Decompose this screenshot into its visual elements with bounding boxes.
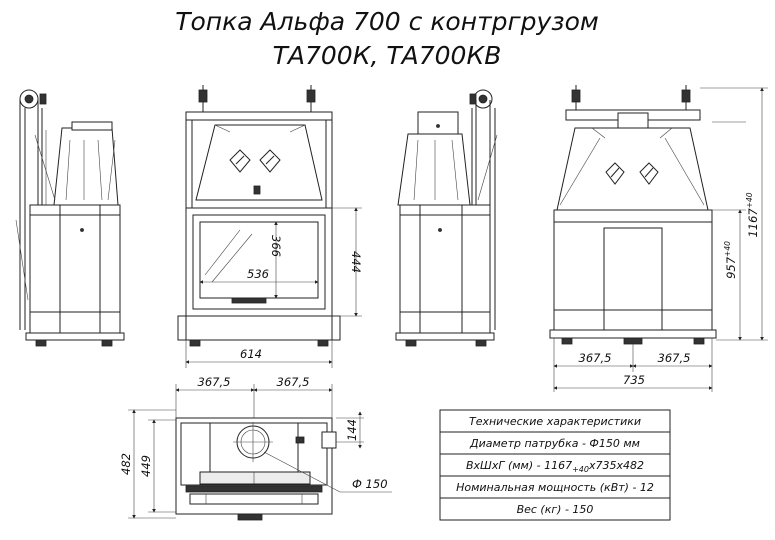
dim-top-half-right: 367,5 (277, 375, 310, 389)
dim-top-offset-144: 144 (345, 419, 359, 441)
dim-glass-height: 366 (269, 235, 283, 257)
dim-height-1167: 1167+40 (745, 192, 760, 237)
dim-top-depth-482: 482 (119, 453, 133, 475)
back-view: 957+40 1167+40 367,5 367,5 735 (549, 85, 768, 392)
dim-glass-width: 536 (247, 267, 269, 281)
dim-front-width: 614 (240, 347, 262, 361)
top-view: 367,5 367,5 482 449 144 Ф 150 (119, 375, 392, 521)
dim-back-half-right: 367,5 (658, 351, 691, 365)
specs-header: Технические характеристики (469, 415, 641, 428)
specs-row-power: Номинальная мощность (кВт) - 12 (456, 481, 654, 494)
specs-table: Технические характеристики Диаметр патру… (439, 409, 671, 521)
dim-top-depth-449: 449 (139, 455, 153, 477)
dim-back-total: 735 (623, 373, 645, 387)
dim-back-half-left: 367,5 (579, 351, 612, 365)
front-view: 536 366 444 614 (177, 85, 363, 368)
drawing-subtitle: ТА700К, ТА700КВ (273, 41, 502, 70)
specs-row-weight: Вес (кг) - 150 (517, 503, 594, 516)
side-view-left (15, 89, 125, 347)
specs-row-flue: Диаметр патрубка - Ф150 мм (469, 437, 640, 450)
dim-door-height: 444 (349, 251, 363, 273)
dim-height-957: 957+40 (723, 241, 738, 279)
side-view-right (395, 89, 498, 347)
drawing-title: Топка Альфа 700 с контргрузом (175, 7, 599, 36)
dim-flue-diameter: Ф 150 (352, 477, 388, 491)
specs-row-dimensions: ВхШхГ (мм) - 1167+40х735х482 (466, 459, 644, 474)
dim-top-half-left: 367,5 (198, 375, 231, 389)
